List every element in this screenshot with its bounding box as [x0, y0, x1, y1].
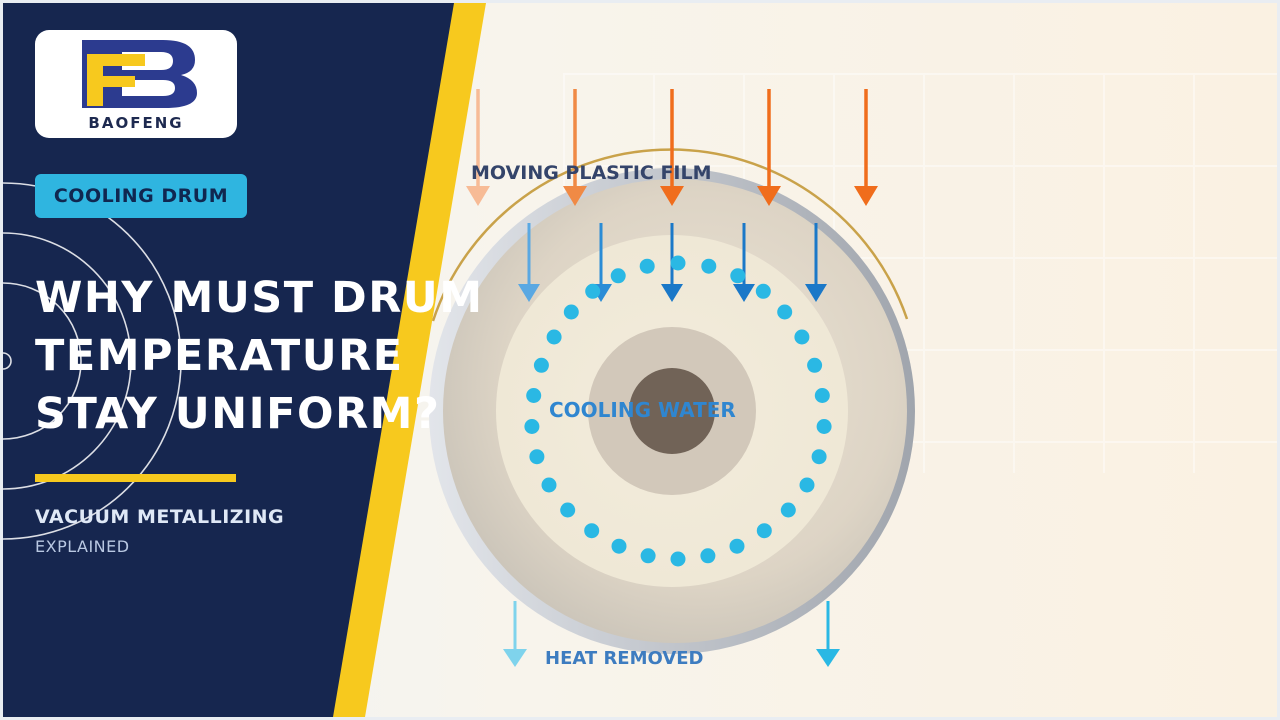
water-dot	[585, 283, 601, 299]
cooling-water-dots	[524, 255, 832, 567]
heat-removed-label: HEAT REMOVED	[545, 648, 704, 669]
water-dot	[639, 258, 655, 274]
water-dot	[756, 523, 772, 539]
water-dot	[610, 268, 626, 284]
water-dot	[730, 268, 746, 284]
water-dot	[670, 255, 686, 271]
headline-line-3: STAY UNIFORM?	[35, 389, 441, 439]
cooling-drum-diagram: MOVING PLASTIC FILM COOLING WATER HEAT R…	[429, 89, 915, 669]
water-dot	[794, 329, 810, 345]
water-dot	[584, 523, 600, 539]
subtitle-secondary: EXPLAINED	[35, 537, 130, 556]
logo-wordmark: BAOFENG	[88, 114, 184, 132]
headline-line-1: WHY MUST DRUM	[35, 273, 484, 323]
water-dot	[526, 388, 542, 403]
logo-mark-icon	[82, 40, 197, 108]
water-dot	[546, 329, 562, 345]
thumbnail-frame: MOVING PLASTIC FILM COOLING WATER HEAT R…	[3, 3, 1277, 717]
cooling-arrows	[518, 223, 827, 302]
water-dot	[729, 538, 745, 554]
water-dot	[807, 357, 823, 373]
water-dot	[640, 548, 656, 564]
water-dot	[701, 258, 717, 274]
water-dot	[755, 283, 771, 299]
water-dot	[524, 419, 540, 434]
brand-logo: BAOFENG	[35, 30, 237, 138]
drum-axle	[629, 368, 715, 454]
water-dot	[777, 304, 793, 320]
cooling-drum-tag: COOLING DRUM	[35, 174, 247, 218]
water-dot	[541, 477, 557, 493]
water-dot	[670, 551, 686, 567]
cooling-water-label: COOLING WATER	[549, 398, 736, 422]
water-dot	[811, 449, 827, 465]
heat-arrows	[466, 89, 878, 206]
water-dot	[563, 304, 579, 320]
water-dot	[560, 502, 576, 518]
water-dot	[611, 538, 627, 554]
heat-removed-arrows	[503, 601, 840, 667]
water-dot	[780, 502, 796, 518]
film-label: MOVING PLASTIC FILM	[471, 162, 712, 184]
water-dot	[799, 477, 815, 493]
water-dot	[814, 388, 830, 403]
water-dot	[533, 357, 549, 373]
accent-divider	[35, 474, 236, 482]
water-dot	[816, 419, 832, 434]
water-dot	[529, 449, 545, 465]
water-dot	[700, 548, 716, 564]
subtitle-primary: VACUUM METALLIZING	[35, 506, 285, 528]
headline-line-2: TEMPERATURE	[35, 331, 404, 381]
headline: WHY MUST DRUM TEMPERATURE STAY UNIFORM?	[35, 269, 515, 443]
